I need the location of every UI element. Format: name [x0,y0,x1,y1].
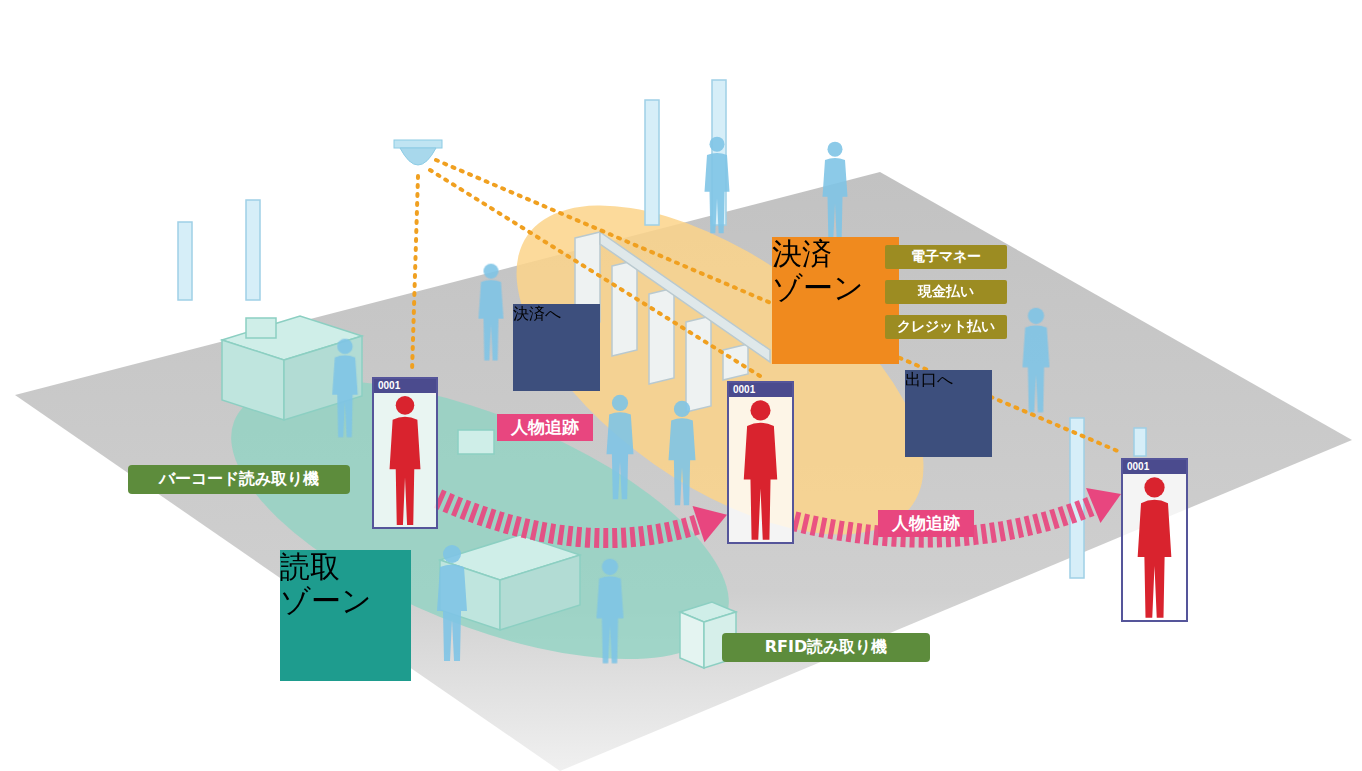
direction-circle: 決済へ [513,304,600,391]
text-group: 読取 ゾーン [280,550,382,619]
label-text: 出口へ [905,370,992,391]
pillar [1070,418,1084,578]
pillar [246,200,260,300]
pillar [178,222,192,300]
pillars [178,80,1146,578]
label-text: クレジット払い [895,318,997,336]
shoppers [332,137,1049,664]
label-text: 決済へ [513,304,600,325]
tracking-box: 0001 [372,377,438,529]
pillar [645,100,659,225]
person-figure [1138,477,1172,617]
label-text: 0001 [1127,460,1182,474]
shopper [669,401,696,505]
basket [246,318,276,338]
arrow-shaft [438,499,702,539]
shopper [597,559,624,663]
id-bar: 0001 [729,383,792,397]
id-bar: 0001 [374,379,436,393]
shopper [823,142,848,239]
view-line [412,176,418,372]
arrow-shaft [794,504,1097,538]
tracking-box: 0001 [727,381,794,544]
shopper [607,395,634,499]
zone-circle: 読取 ゾーン [280,550,411,681]
arrow-head [693,506,727,542]
device-label: RFID読み取り機 [722,633,930,662]
camera-dome [400,148,436,165]
label-text: RFID読み取り機 [738,637,914,658]
tracking-tag: 人物追跡 [497,414,593,441]
zone-circle: 決済 ゾーン [772,237,899,364]
basket [458,430,494,454]
tracked-person [374,393,436,527]
id-bar: 0001 [1123,460,1186,474]
tracked-person [729,397,792,542]
payment-tag: クレジット払い [885,315,1007,339]
shopper [705,137,730,234]
direction-circle: 出口へ [905,370,992,457]
tracking-arrow [438,499,727,543]
device-label: バーコード読み取り機 [128,465,350,494]
label-text: バーコード読み取り機 [144,469,334,490]
arrow-head [1086,488,1121,523]
person-figure [744,400,777,539]
camera-mount [394,140,442,148]
label-text: 読取 ゾーン [280,550,382,619]
payment-tag: 現金払い [885,280,1007,304]
gate-panel [649,288,674,384]
shopper [1023,308,1050,412]
gate-rail [600,232,770,362]
tracking-box: 0001 [1121,458,1188,622]
pillar [1134,428,1146,456]
shopper [332,339,358,438]
text-group: 出口へ [905,370,992,391]
rfid-box-side [680,612,704,668]
label-text: 現金払い [895,283,997,301]
gate-panel [612,260,637,356]
tracking-tag: 人物追跡 [878,510,974,537]
counter-side [500,555,580,630]
payment-tag: 電子マネー [885,245,1007,269]
tracking-arrow [794,488,1121,538]
label-text: 電子マネー [895,248,997,266]
counter-side [222,340,284,420]
shopper [479,264,504,361]
text-group: 決済へ [513,304,600,325]
label-text: 0001 [378,379,432,393]
label-text: 決済 ゾーン [772,237,869,306]
person-figure [390,396,421,525]
label-text: 0001 [733,383,788,397]
text-group: 決済 ゾーン [772,237,869,306]
shopper [437,545,467,661]
tracked-person [1123,474,1186,620]
